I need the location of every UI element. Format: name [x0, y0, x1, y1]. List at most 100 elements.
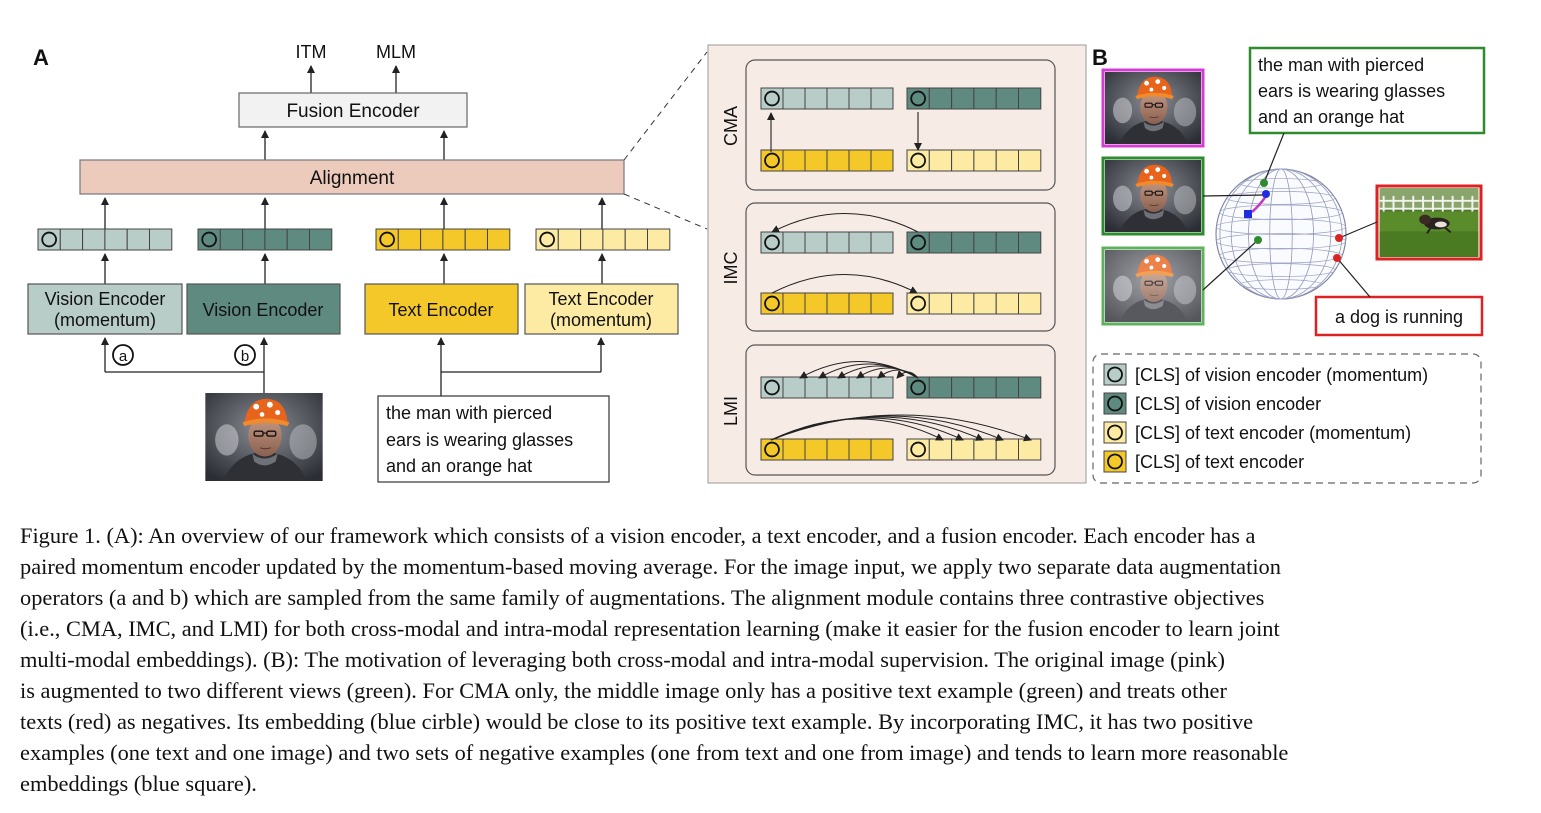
- token-cell: [995, 292, 1020, 315]
- cls-token-circle: [910, 441, 926, 458]
- text-encoder-box: [364, 283, 519, 335]
- token-cell: [804, 438, 828, 461]
- caption-line: Figure 1. (A): An overview of our framew…: [20, 523, 1256, 548]
- token-cell: [848, 87, 872, 110]
- imc-vision-momentum-row: [760, 231, 894, 254]
- imc-text-row: [760, 292, 894, 315]
- token-cell: [782, 149, 806, 172]
- token-cell: [804, 376, 828, 399]
- text-momentum-token-row: [535, 228, 671, 251]
- token-cell: [487, 228, 511, 251]
- legend-text: [CLS] of text encoder: [1103, 450, 1304, 473]
- vision-encoder-momentum-sublabel: (momentum): [54, 310, 156, 330]
- token-cell: [928, 87, 953, 110]
- caption-line: examples (one text and one image) and tw…: [20, 740, 1289, 765]
- token-cell: [870, 292, 894, 315]
- legend-label: [CLS] of text encoder: [1135, 452, 1304, 472]
- cma-vision-row: [906, 87, 1042, 110]
- vision-encoder-box: [186, 283, 341, 335]
- token-cell: [82, 228, 106, 251]
- input-image: [204, 393, 324, 481]
- token-cell: [804, 292, 828, 315]
- legend-vision-momentum: [CLS] of vision encoder (momentum): [1103, 363, 1428, 386]
- caption-line: paired momentum encoder updated by the m…: [20, 554, 1281, 579]
- token-cell: [848, 231, 872, 254]
- token-cell: [580, 228, 604, 251]
- cls-token-circle: [764, 379, 780, 396]
- token-cell: [242, 228, 266, 251]
- token-cell: [928, 376, 953, 399]
- token-cell: [973, 376, 997, 399]
- legend-cls-circle: [1107, 395, 1123, 412]
- panel-a-token-rows: [37, 228, 671, 251]
- token-cell: [804, 231, 828, 254]
- cls-token-circle: [910, 152, 926, 169]
- text-input-line-1: the man with pierced: [386, 403, 552, 423]
- legend-cls-circle: [1107, 366, 1123, 383]
- positive-text-line-1: the man with pierced: [1258, 55, 1424, 75]
- legend-cls-circle: [1107, 424, 1123, 441]
- cma-label: CMA: [721, 106, 741, 146]
- embedding-blue-circle: [1262, 190, 1270, 198]
- token-cell: [104, 228, 128, 251]
- imc-vision-row: [906, 231, 1042, 254]
- panel-a-label: A: [33, 45, 49, 70]
- lmi-text-row: [760, 438, 894, 461]
- cls-token-circle: [764, 295, 780, 312]
- token-cell: [928, 292, 953, 315]
- lmi-label: LMI: [721, 396, 741, 426]
- token-cell: [782, 438, 806, 461]
- legend-label: [CLS] of vision encoder: [1135, 394, 1321, 414]
- positive-text-line-2: ears is wearing glasses: [1258, 81, 1445, 101]
- cls-token-circle: [910, 379, 926, 396]
- token-cell: [826, 149, 850, 172]
- cls-token-circle: [539, 231, 555, 248]
- augmentation-a-label: a: [119, 348, 128, 365]
- token-cell: [826, 292, 850, 315]
- cls-token-circle: [201, 231, 217, 248]
- token-cell: [826, 231, 850, 254]
- token-cell: [973, 231, 997, 254]
- cls-token-circle: [379, 231, 395, 248]
- imc-label: IMC: [721, 252, 741, 285]
- negative-text-point: [1333, 254, 1341, 262]
- token-cell: [397, 228, 422, 251]
- lmi-vision-row: [906, 376, 1042, 399]
- token-cell: [442, 228, 466, 251]
- token-cell: [951, 87, 975, 110]
- legend-vision: [CLS] of vision encoder: [1103, 392, 1321, 415]
- cls-token-circle: [764, 441, 780, 458]
- token-cell: [782, 87, 806, 110]
- token-cell: [848, 149, 872, 172]
- augmentation-b-label: b: [241, 348, 249, 365]
- token-cell: [995, 87, 1020, 110]
- token-cell: [928, 438, 953, 461]
- figure-caption: Figure 1. (A): An overview of our framew…: [20, 520, 1525, 799]
- token-cell: [870, 231, 894, 254]
- objective-token-rows: [760, 87, 1042, 461]
- token-cell: [219, 228, 244, 251]
- cma-text-row: [760, 149, 894, 172]
- token-cell: [804, 87, 828, 110]
- token-cell: [826, 87, 850, 110]
- positive-image-point: [1254, 236, 1262, 244]
- token-cell: [870, 438, 894, 461]
- caption-line: (i.e., CMA, IMC, and LMI) for both cross…: [20, 616, 1280, 641]
- token-cell: [420, 228, 444, 251]
- token-cell: [264, 228, 288, 251]
- token-cell: [973, 149, 997, 172]
- lmi-vision-momentum-row: [760, 376, 894, 399]
- cls-token-circle: [910, 234, 926, 251]
- token-cell: [624, 228, 649, 251]
- caption-line: multi-modal embeddings). (B): The motiva…: [20, 647, 1225, 672]
- vision-encoder-momentum-box: [27, 283, 183, 335]
- itm-output-label: ITM: [296, 42, 327, 62]
- text-input-line-3: and an orange hat: [386, 456, 532, 476]
- vision-token-row: [197, 228, 333, 251]
- text-encoder-momentum-label: Text Encoder: [548, 289, 653, 309]
- token-cell: [826, 438, 850, 461]
- token-cell: [870, 87, 894, 110]
- token-cell: [928, 149, 953, 172]
- token-cell: [848, 292, 872, 315]
- negative-text-label: a dog is running: [1335, 307, 1463, 327]
